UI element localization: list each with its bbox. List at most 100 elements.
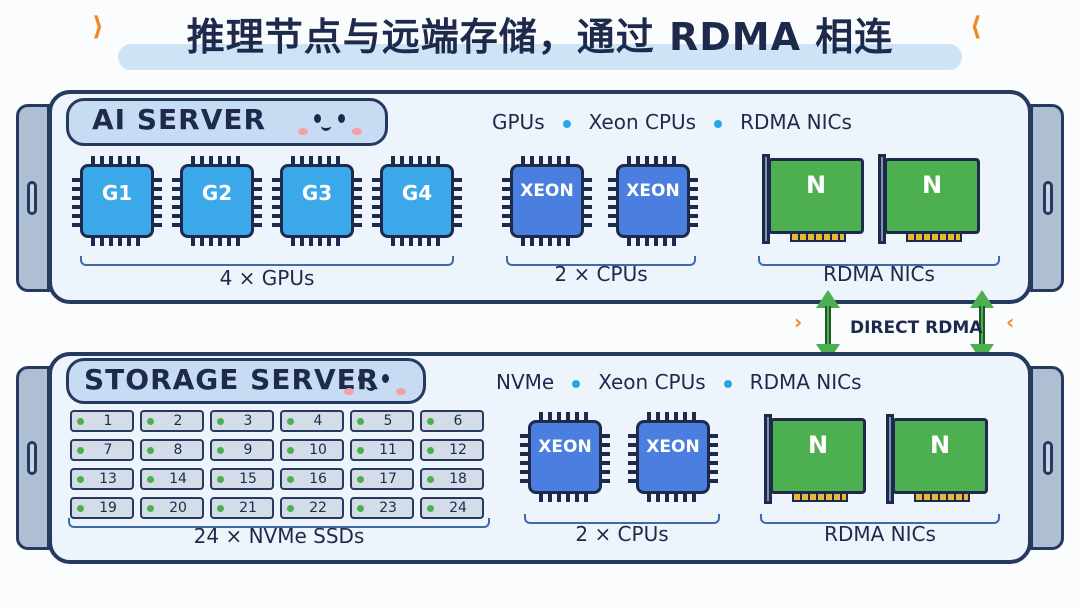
rack-rail-right (1030, 104, 1064, 292)
status-led-icon (77, 476, 84, 483)
cpu-chip: XEON (608, 156, 698, 246)
ssd-brace (68, 518, 490, 528)
status-led-icon (427, 505, 434, 512)
legend-cpus: Xeon CPUs (588, 110, 697, 134)
nic-connector (914, 492, 970, 502)
rack-rail-left (16, 366, 50, 550)
nvme-ssd-bay: 4 (280, 410, 344, 432)
ssd-number: 21 (239, 500, 257, 516)
cpu-label: XEON (538, 437, 592, 457)
ssd-number: 23 (379, 500, 397, 516)
sparkle-icon: › (794, 310, 803, 334)
ssd-number: 19 (99, 500, 117, 516)
legend-cpus: Xeon CPUs (598, 370, 706, 394)
gpu-chip: G4 (372, 156, 462, 246)
sparkle-icon: ⟨ (970, 12, 982, 42)
ssd-number: 14 (169, 471, 187, 487)
rdma-arrow-up-icon (970, 290, 994, 308)
bullet-icon (562, 119, 571, 128)
ssd-number: 17 (379, 471, 397, 487)
nvme-ssd-bay: 10 (280, 439, 344, 461)
nvme-ssd-bay: 1 (70, 410, 134, 432)
status-led-icon (77, 418, 84, 425)
rack-rail-right (1030, 366, 1064, 550)
ssd-number: 18 (449, 471, 467, 487)
nic-brace (758, 256, 1000, 266)
storage-server-header (66, 358, 426, 404)
rdma-nic-card: N (768, 158, 864, 234)
nic-connector (792, 492, 848, 502)
status-led-icon (357, 505, 364, 512)
storage-server-title: STORAGE SERVER (84, 363, 380, 396)
cpu-chip: XEON (628, 412, 718, 502)
rdma-nic-card: N (884, 158, 980, 234)
ssd-number: 11 (379, 442, 397, 458)
status-led-icon (287, 476, 294, 483)
nvme-ssd-bay: 21 (210, 497, 274, 519)
gpu-caption: 4 × GPUs (219, 266, 315, 290)
cpu-label: XEON (646, 437, 700, 457)
bullet-icon (714, 119, 723, 128)
ssd-number: 12 (449, 442, 467, 458)
ssd-number: 20 (169, 500, 187, 516)
title-highlight (118, 44, 962, 70)
gpu-label: G2 (201, 181, 233, 205)
ssd-number: 16 (309, 471, 327, 487)
nvme-ssd-bay: 24 (420, 497, 484, 519)
nic-connector (790, 232, 846, 242)
nvme-ssd-bay: 12 (420, 439, 484, 461)
rdma-nic-card: N (770, 418, 866, 494)
storage-server-legend: NVMe Xeon CPUs RDMA NICs (496, 370, 862, 394)
ssd-number: 24 (449, 500, 467, 516)
rail-slot (1043, 441, 1053, 475)
page-title: 推理节点与远端存储，通过 RDMA 相连 (186, 15, 894, 59)
cpu-chip: XEON (520, 412, 610, 502)
status-led-icon (287, 418, 294, 425)
gpu-brace (80, 256, 454, 266)
rdma-link-label: DIRECT RDMA (850, 318, 983, 338)
ssd-number: 6 (453, 413, 463, 429)
cpu-brace (524, 514, 720, 524)
nvme-ssd-bay: 19 (70, 497, 134, 519)
cpu-caption: 2 × CPUs (575, 522, 669, 546)
ssd-caption: 24 × NVMe SSDs (193, 524, 365, 548)
status-led-icon (217, 418, 224, 425)
nic-caption: RDMA NICs (823, 262, 935, 286)
nvme-ssd-bay: 17 (350, 468, 414, 490)
sparkle-icon: ⟩ (92, 12, 104, 42)
status-led-icon (427, 447, 434, 454)
status-led-icon (427, 418, 434, 425)
rdma-nic-card: N (892, 418, 988, 494)
ai-server-header (66, 98, 388, 146)
nvme-ssd-bay: 14 (140, 468, 204, 490)
nvme-ssd-bay: 6 (420, 410, 484, 432)
ssd-number: 10 (309, 442, 327, 458)
legend-nvme: NVMe (496, 370, 555, 394)
nvme-ssd-bay: 20 (140, 497, 204, 519)
nic-brace (760, 514, 1000, 524)
rail-slot (1043, 181, 1053, 215)
cpu-caption: 2 × CPUs (554, 262, 648, 286)
bullet-icon (572, 379, 581, 388)
ssd-number: 15 (239, 471, 257, 487)
nvme-ssd-bay: 23 (350, 497, 414, 519)
nvme-ssd-bay: 22 (280, 497, 344, 519)
rdma-arrow-shaft (825, 306, 831, 346)
bullet-icon (723, 379, 732, 388)
legend-nics: RDMA NICs (740, 110, 852, 134)
nvme-ssd-bay: 7 (70, 439, 134, 461)
nvme-ssd-bay: 9 (210, 439, 274, 461)
legend-nics: RDMA NICs (749, 370, 862, 394)
cpu-label: XEON (626, 181, 680, 201)
gpu-label: G3 (301, 181, 333, 205)
ssd-number: 4 (313, 413, 323, 429)
rdma-arrow-shaft (979, 306, 985, 346)
status-led-icon (77, 505, 84, 512)
gpu-label: G4 (401, 181, 433, 205)
gpu-chip: G1 (72, 156, 162, 246)
ssd-number: 2 (173, 413, 183, 429)
sparkle-icon: ‹ (1006, 310, 1015, 334)
nvme-ssd-bay: 5 (350, 410, 414, 432)
status-led-icon (287, 505, 294, 512)
